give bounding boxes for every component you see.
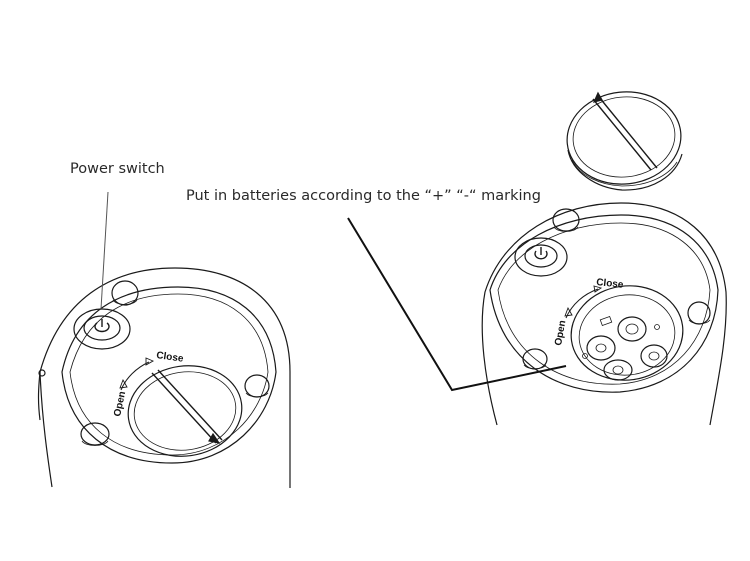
power-icon	[94, 322, 110, 333]
power-switch-button	[83, 315, 121, 341]
device-right: Open Close	[481, 202, 727, 426]
compartment-inner	[578, 294, 676, 376]
batteries-instruction-label: Put in batteries according to the “+” “-…	[186, 188, 541, 204]
right-body-outline	[481, 202, 727, 426]
battery-cover-inner	[133, 371, 237, 451]
battery-contact	[599, 315, 613, 327]
open-close-indicator-right: Open Close	[553, 277, 624, 346]
power-icon-right	[534, 250, 548, 260]
battery-cell	[617, 316, 647, 342]
left-body-outline	[39, 267, 291, 488]
left-peg-bottom	[80, 422, 110, 446]
battery-cover-outer	[127, 365, 243, 457]
detached-grip-ridge-2	[598, 96, 658, 169]
compartment-outer	[570, 285, 684, 381]
power-leader-line	[100, 191, 109, 310]
hinge-dot	[38, 369, 46, 377]
left-rim-inner	[61, 286, 277, 464]
arrow-marker	[208, 432, 221, 444]
battery-cell	[640, 344, 668, 368]
battery-cell	[603, 359, 633, 381]
device-left: Open Close	[37, 267, 291, 488]
battery-compartment	[570, 285, 684, 381]
power-switch-housing	[73, 308, 131, 350]
battery-cover-detached	[566, 91, 683, 191]
left-peg-top	[111, 280, 139, 306]
right-peg-top	[552, 208, 580, 232]
cover-grip-ridge	[151, 372, 217, 444]
detached-cover-side	[567, 149, 683, 191]
left-rim-ledge	[69, 293, 269, 456]
power-switch-label: Power switch	[70, 161, 165, 177]
power-switch[interactable]	[73, 308, 131, 350]
close-engraving-right: Close	[596, 277, 625, 291]
right-peg-left	[522, 348, 548, 370]
detached-arrow-marker	[592, 91, 603, 103]
battery-cell	[586, 335, 616, 361]
battery-contact-pin	[582, 353, 588, 359]
power-switch-right[interactable]	[514, 237, 568, 277]
open-close-indicator-left: Open Close	[112, 350, 184, 418]
right-rim-inner	[489, 214, 719, 393]
cover-grip-ridge-2	[157, 369, 223, 441]
right-peg-right	[687, 301, 711, 325]
power-switch-housing-right	[514, 237, 568, 277]
detached-cover-face	[572, 96, 676, 178]
open-engraving-right: Open	[553, 319, 568, 346]
battery-contact-pin	[654, 324, 660, 330]
left-peg-right	[244, 374, 270, 398]
batteries-leader-line	[347, 217, 567, 392]
close-engraving-left: Close	[156, 350, 185, 365]
detached-cover-top	[566, 91, 682, 185]
left-body-side	[37, 371, 41, 421]
battery-cover-left[interactable]	[122, 359, 247, 464]
detached-cover-thread	[571, 159, 678, 187]
power-switch-button-right	[524, 244, 558, 268]
open-engraving-left: Open	[112, 390, 128, 417]
detached-grip-ridge	[592, 98, 652, 171]
